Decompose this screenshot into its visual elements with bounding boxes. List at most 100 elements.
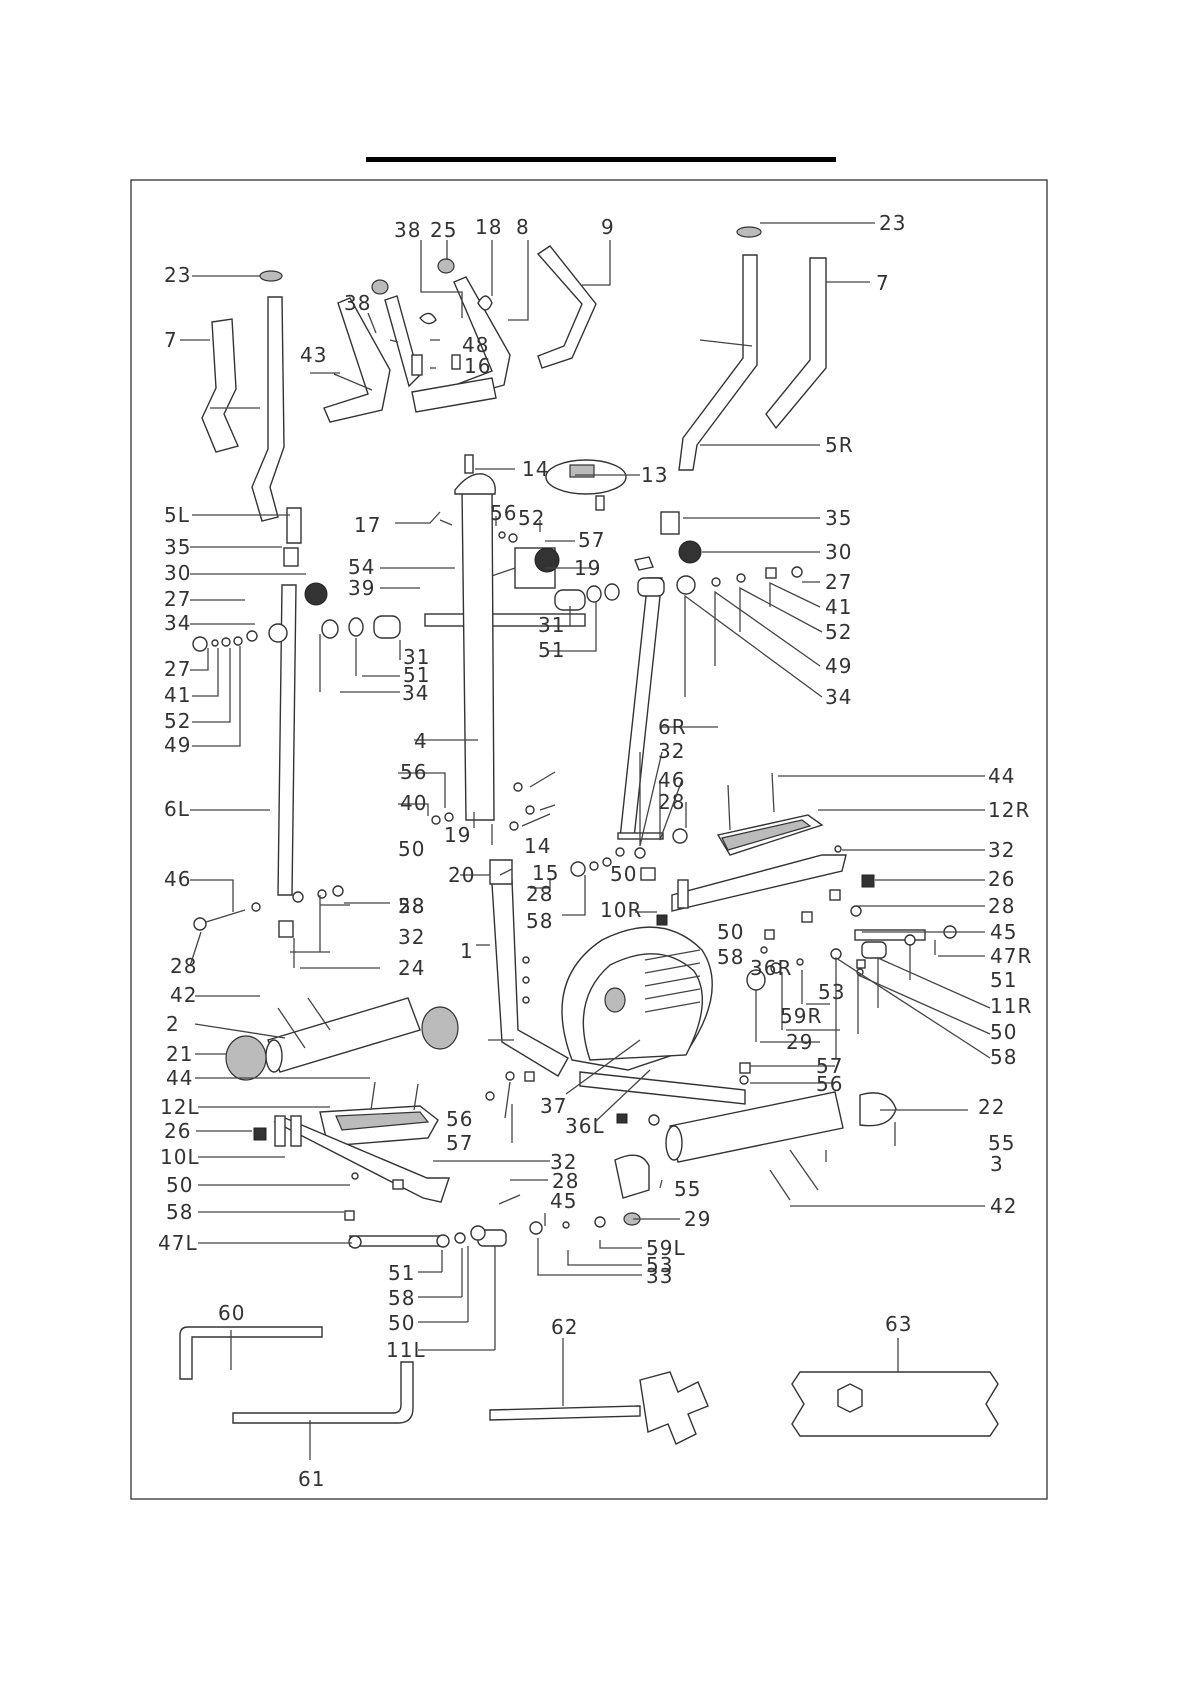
callout-34-mid: 34 [402, 681, 429, 705]
callout-50-left: 50 [166, 1173, 193, 1197]
callout-22: 22 [978, 1095, 1005, 1119]
callout-61: 61 [298, 1467, 325, 1491]
callout-58-mid: 58 [398, 894, 425, 918]
callout-57-right: 57 [816, 1054, 843, 1078]
callout-31-right: 31 [538, 613, 565, 637]
callout-32-right: 32 [658, 739, 685, 763]
callout-26-right: 26 [988, 867, 1015, 891]
title-rule [366, 157, 836, 162]
callout-36R: 36R [750, 956, 792, 980]
callout-50-mid: 50 [398, 837, 425, 861]
callout-52-left: 52 [164, 709, 191, 733]
lower-arm-right-6R [619, 577, 665, 839]
callout-1: 1 [460, 939, 474, 963]
spanner-63 [791, 1371, 999, 1437]
right-crank-parts [746, 905, 957, 991]
callout-44-right: 44 [988, 764, 1015, 788]
handlebar-assembly-8 [323, 258, 511, 423]
callout-11R: 11R [990, 994, 1032, 1018]
callout-7-right: 7 [876, 271, 890, 295]
callout-17: 17 [354, 513, 381, 537]
callout-6R: 6R [658, 715, 687, 739]
callout-8: 8 [516, 215, 530, 239]
pedal-arm-left-10L [253, 1115, 450, 1221]
callout-32-low: 32 [550, 1150, 577, 1174]
callout-59L: 59L [646, 1236, 686, 1260]
callout-34-right: 34 [825, 685, 852, 709]
callout-62: 62 [551, 1315, 578, 1339]
callout-29-low: 29 [684, 1207, 711, 1231]
callout-5L: 5L [164, 503, 190, 527]
callout-20: 20 [448, 863, 475, 887]
callout-39: 39 [348, 576, 375, 600]
callout-45-low: 45 [550, 1189, 577, 1213]
callout-26-left: 26 [164, 1119, 191, 1143]
callout-14-top: 14 [522, 457, 549, 481]
callout-28-center: 28 [526, 882, 553, 906]
upper-handlebar-left-7 [201, 296, 285, 522]
callout-28-mid: 28 [398, 894, 425, 918]
callout-54: 54 [348, 555, 375, 579]
callout-29-right: 29 [786, 1030, 813, 1054]
callout-56-right: 56 [816, 1072, 843, 1096]
callout-12R: 12R [988, 798, 1030, 822]
diagram-frame [130, 179, 1048, 1500]
callout-51-far-right: 51 [990, 968, 1017, 992]
callout-31-left: 31 [403, 645, 430, 669]
callout-28-right: 28 [658, 790, 685, 814]
cap-23-left [259, 270, 283, 282]
callout-52-right: 52 [825, 620, 852, 644]
callout-28-left: 28 [170, 954, 197, 978]
callout-11L: 11L [386, 1338, 426, 1362]
callout-23-right: 23 [879, 211, 906, 235]
callout-42-right: 42 [990, 1194, 1017, 1218]
screwdriver-wrench-62 [489, 1371, 709, 1445]
callout-27-right: 27 [825, 570, 852, 594]
handlebar-9 [536, 245, 597, 369]
right-axle-parts [554, 556, 803, 611]
lower-arm-left-6L [277, 584, 297, 896]
callout-58-far-right: 58 [990, 1045, 1017, 1069]
callout-19-mid: 19 [444, 823, 471, 847]
callout-27-left-b: 27 [164, 657, 191, 681]
small-hardware-4 [431, 531, 556, 831]
leader-lines [180, 222, 991, 1460]
callout-50-right: 50 [717, 920, 744, 944]
callout-30-left: 30 [164, 561, 191, 585]
callout-16: 16 [464, 354, 491, 378]
pedal-arm-right-10R [656, 845, 875, 954]
callout-50-low: 50 [388, 1311, 415, 1335]
callout-6L: 6L [164, 797, 190, 821]
callout-27-left: 27 [164, 587, 191, 611]
knob-30-left [304, 582, 328, 606]
rear-stabilizer-3 [614, 1091, 897, 1201]
callout-48: 48 [462, 333, 489, 357]
callout-58-center: 58 [526, 909, 553, 933]
callout-9: 9 [601, 215, 615, 239]
callout-51-right: 51 [538, 638, 565, 662]
callout-10R: 10R [600, 898, 642, 922]
callout-51-low: 51 [388, 1261, 415, 1285]
pedal-right-12R [716, 772, 824, 856]
callout-7-left: 7 [164, 328, 178, 352]
cap-23-right [736, 226, 762, 238]
callout-53-right: 53 [818, 980, 845, 1004]
callout-10L: 10L [160, 1145, 200, 1169]
left-crank-parts [348, 1194, 641, 1249]
console-13 [545, 459, 627, 511]
callout-25: 25 [430, 218, 457, 242]
pedal-left-12L [319, 1081, 439, 1147]
callout-19-top: 19 [574, 556, 601, 580]
callout-57-top: 57 [578, 528, 605, 552]
callout-38-top: 38 [394, 218, 421, 242]
callout-40: 40 [400, 791, 427, 815]
main-frame-1 [488, 859, 569, 1077]
front-stabilizer-2 [225, 997, 459, 1081]
callout-37: 37 [540, 1094, 567, 1118]
callout-47R: 47R [990, 944, 1032, 968]
callout-50-far-right: 50 [990, 1020, 1017, 1044]
callout-30-right: 30 [825, 540, 852, 564]
callout-36L: 36L [565, 1114, 605, 1138]
callout-15: 15 [532, 861, 559, 885]
